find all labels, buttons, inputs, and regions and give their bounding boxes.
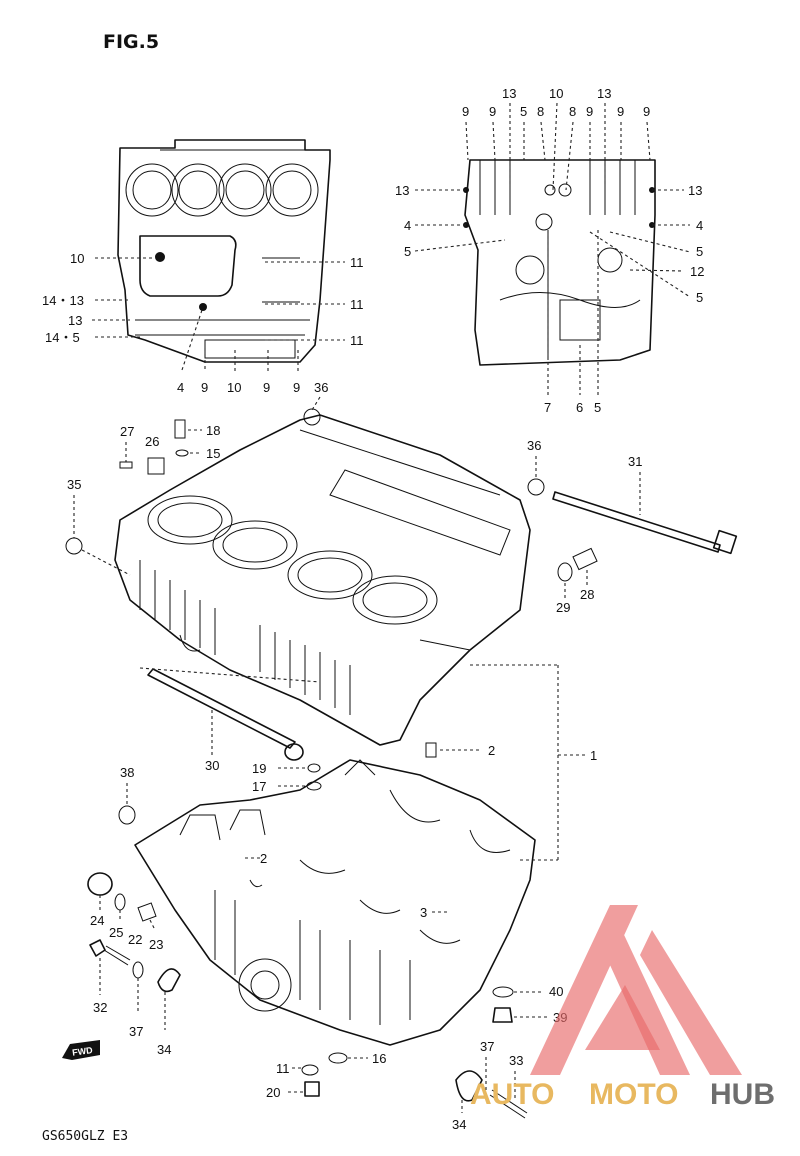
callout-5: 5	[520, 104, 527, 119]
callout-31: 31	[628, 454, 642, 469]
callout-23: 23	[149, 937, 163, 952]
callout-2: 2	[260, 851, 267, 866]
callout-9: 9	[586, 104, 593, 119]
callout-25: 25	[109, 925, 123, 940]
callout-29: 29	[556, 600, 570, 615]
callout-7: 7	[544, 400, 551, 415]
callout-13: 13	[688, 183, 702, 198]
callout-13: 13	[68, 313, 82, 328]
callout-36: 36	[527, 438, 541, 453]
callout-13: 13	[597, 86, 611, 101]
callout-28: 28	[580, 587, 594, 602]
callout-13: 13	[502, 86, 516, 101]
callout-10: 10	[70, 251, 84, 266]
callout-36: 36	[314, 380, 328, 395]
callout-30: 30	[205, 758, 219, 773]
callout-9: 9	[201, 380, 208, 395]
callout-5: 5	[594, 400, 601, 415]
callout-16: 16	[372, 1051, 386, 1066]
callout-37: 37	[129, 1024, 143, 1039]
callout-27: 27	[120, 424, 134, 439]
callout-5: 5	[696, 244, 703, 259]
automotohub-watermark: AUTO MOTO HUB	[470, 905, 775, 1111]
callout-35: 35	[67, 477, 81, 492]
lower-crankcase	[134, 759, 536, 1046]
watermark-hub: HUB	[710, 1078, 775, 1111]
top-left-callouts: 10 11 11 11 14・13 13 14・5 4 9 10 9 9	[42, 251, 364, 395]
watermark-moto: MOTO	[589, 1078, 678, 1111]
callout-38: 38	[120, 765, 134, 780]
callout-4: 4	[696, 218, 703, 233]
lower-case-bottom-view	[463, 159, 656, 366]
callout-40: 40	[549, 984, 563, 999]
callout-15: 15	[206, 446, 220, 461]
fwd-label: FWD	[72, 1045, 94, 1058]
upper-crankcase	[114, 414, 531, 746]
fwd-arrow-icon: FWD	[62, 1040, 100, 1060]
callout-3: 3	[420, 905, 427, 920]
middle-parts: 36 27 26 18 15 36 31 35 29 28 30	[65, 380, 738, 861]
callout-9: 9	[643, 104, 650, 119]
callout-4: 4	[177, 380, 184, 395]
callout-4: 4	[404, 218, 411, 233]
callout-17: 17	[252, 779, 266, 794]
callout-19: 19	[252, 761, 266, 776]
callout-9: 9	[489, 104, 496, 119]
callout-13: 13	[395, 183, 409, 198]
callout-18: 18	[206, 423, 220, 438]
callout-34: 34	[452, 1117, 466, 1132]
callout-24: 24	[90, 913, 104, 928]
callout-1: 1	[590, 748, 597, 763]
callout-22: 22	[128, 932, 142, 947]
callout-5: 5	[696, 290, 703, 305]
callout-8: 8	[569, 104, 576, 119]
callout-2: 2	[488, 743, 495, 758]
upper-case-bottom-view	[117, 139, 331, 363]
callout-20: 20	[266, 1085, 280, 1100]
callout-37: 37	[480, 1039, 494, 1054]
callout-11: 11	[350, 255, 364, 270]
watermark-auto: AUTO	[470, 1078, 554, 1111]
watermark-logo-icon	[530, 905, 742, 1075]
callout-14-13: 14・13	[42, 293, 84, 308]
callout-11: 11	[276, 1061, 290, 1076]
callout-9: 9	[617, 104, 624, 119]
callout-9: 9	[462, 104, 469, 119]
figure-title: FIG.5	[103, 31, 159, 53]
callout-9: 9	[293, 380, 300, 395]
callout-11: 11	[350, 333, 364, 348]
callout-26: 26	[145, 434, 159, 449]
callout-14-5: 14・5	[45, 330, 80, 345]
callout-12: 12	[690, 264, 704, 279]
callout-34: 34	[157, 1042, 171, 1057]
callout-10: 10	[549, 86, 563, 101]
callout-10: 10	[227, 380, 241, 395]
callout-11: 11	[350, 297, 364, 312]
top-right-callouts: 9 9 13 5 8 10 8 9 13 9 9 13 4 5 13 4 5 1…	[395, 86, 704, 415]
callout-32: 32	[93, 1000, 107, 1015]
callout-8: 8	[537, 104, 544, 119]
model-code: GS650GLZ E3	[42, 1129, 128, 1144]
callout-9: 9	[263, 380, 270, 395]
callout-5: 5	[404, 244, 411, 259]
callout-33: 33	[509, 1053, 523, 1068]
callout-6: 6	[576, 400, 583, 415]
